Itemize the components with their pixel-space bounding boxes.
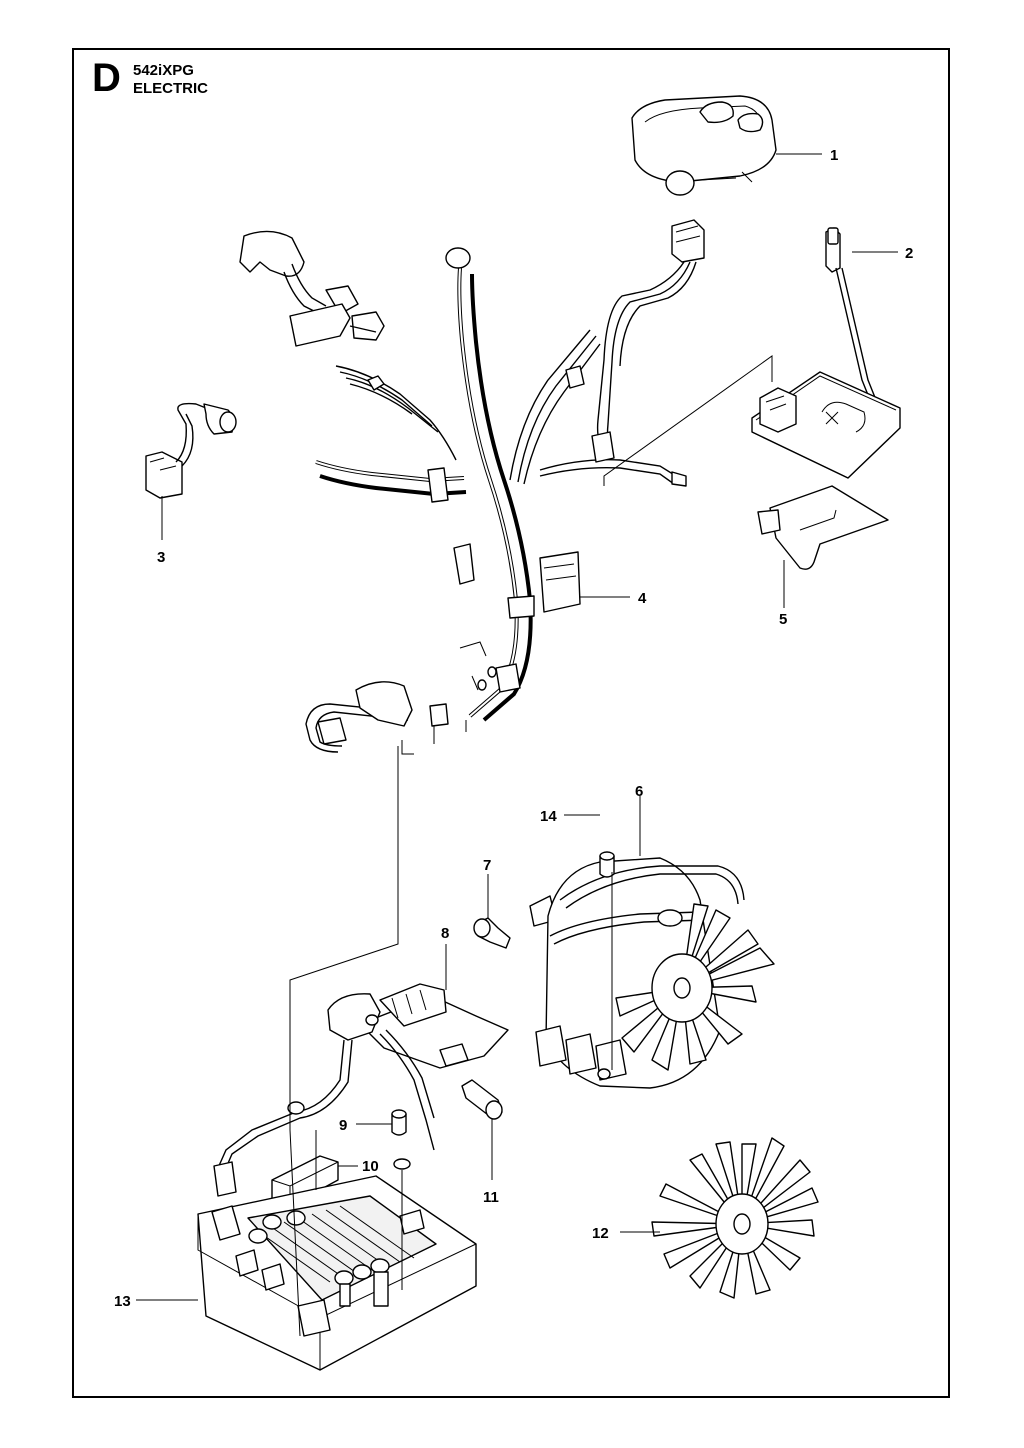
part-11-bolt[interactable] [461,1079,503,1120]
part-13-ignition-module[interactable] [197,1175,477,1371]
part-7-bolt[interactable] [473,917,511,949]
callout-1: 1 [830,147,838,164]
section-title: ELECTRIC [133,80,208,97]
callout-3: 3 [157,549,165,566]
callout-4: 4 [638,590,647,607]
callout-labels: 1 2 3 4 5 6 7 8 9 10 11 12 13 14 [114,147,913,1310]
part-12-fan[interactable] [651,1137,819,1299]
part-5-bracket[interactable] [757,485,889,570]
callout-2: 2 [905,245,913,262]
callout-11: 11 [483,1189,499,1206]
part-3-stop-switch[interactable] [145,402,237,499]
model-name: 542iXPG [133,62,194,79]
callout-8: 8 [441,925,449,942]
callout-leaders [136,153,898,1301]
callout-6: 6 [635,783,643,800]
callout-9: 9 [339,1117,347,1134]
callout-7: 7 [483,857,491,874]
part-1-switch-cover[interactable] [631,95,777,196]
part-9-screw[interactable] [391,1109,407,1136]
callout-10: 10 [362,1158,379,1175]
callout-13: 13 [114,1293,131,1310]
diagram-frame [72,48,950,1398]
callout-12: 12 [592,1225,609,1242]
section-letter: D [92,56,121,100]
callout-14: 14 [540,808,557,825]
part-6-generator-stator[interactable] [529,857,775,1089]
part-2-sensor-board[interactable] [751,227,901,479]
part-8-connector-block[interactable] [213,983,509,1197]
part-4-wiring-harness[interactable] [239,219,705,755]
assembly-reference-lines [289,355,773,1337]
part-14-screw[interactable] [599,851,615,1070]
callout-5: 5 [779,611,787,628]
